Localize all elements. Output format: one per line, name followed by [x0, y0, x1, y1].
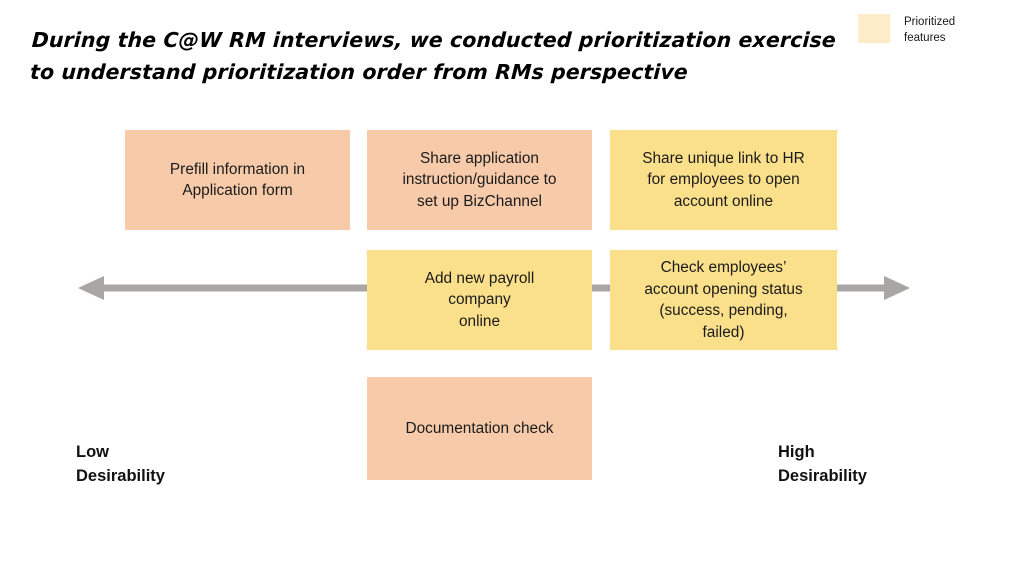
legend-swatch-prioritized: [858, 14, 890, 43]
page-title: During the C@W RM interviews, we conduct…: [29, 24, 837, 88]
arrowhead-left-icon: [78, 276, 104, 300]
feature-card-label: Documentation check: [405, 419, 554, 437]
feature-card-check-account-opening-status[interactable]: Check employees’ account opening status …: [610, 250, 837, 350]
feature-card-share-unique-link[interactable]: Share unique link to HR for employees to…: [610, 130, 837, 230]
legend-label-prioritized: Prioritized features: [904, 16, 956, 44]
page-title-line-2: to understand prioritization order from …: [29, 60, 689, 84]
feature-card-prefill-information[interactable]: Prefill information in Application form: [125, 130, 350, 230]
feature-card-share-application-instruction[interactable]: Share application instruction/guidance t…: [367, 130, 592, 230]
legend: Prioritized features: [858, 14, 984, 46]
feature-card-add-new-payroll-company[interactable]: Add new payroll company online: [367, 250, 592, 350]
page-title-line-1: During the C@W RM interviews, we conduct…: [31, 28, 837, 52]
arrowhead-right-icon: [884, 276, 910, 300]
axis-label-low-desirability: Low Desirability: [76, 443, 165, 485]
feature-card-label: Check employees’ account opening status …: [644, 259, 803, 341]
feature-card-label: Share unique link to HR for employees to…: [642, 149, 805, 210]
feature-card-documentation-check[interactable]: Documentation check: [367, 377, 592, 480]
axis-label-high-desirability: High Desirability: [778, 443, 867, 485]
feature-card-label: Share application instruction/guidance t…: [402, 149, 557, 210]
feature-card-label: Prefill information in Application form: [169, 160, 306, 200]
feature-card-label: Add new payroll company online: [424, 269, 535, 330]
